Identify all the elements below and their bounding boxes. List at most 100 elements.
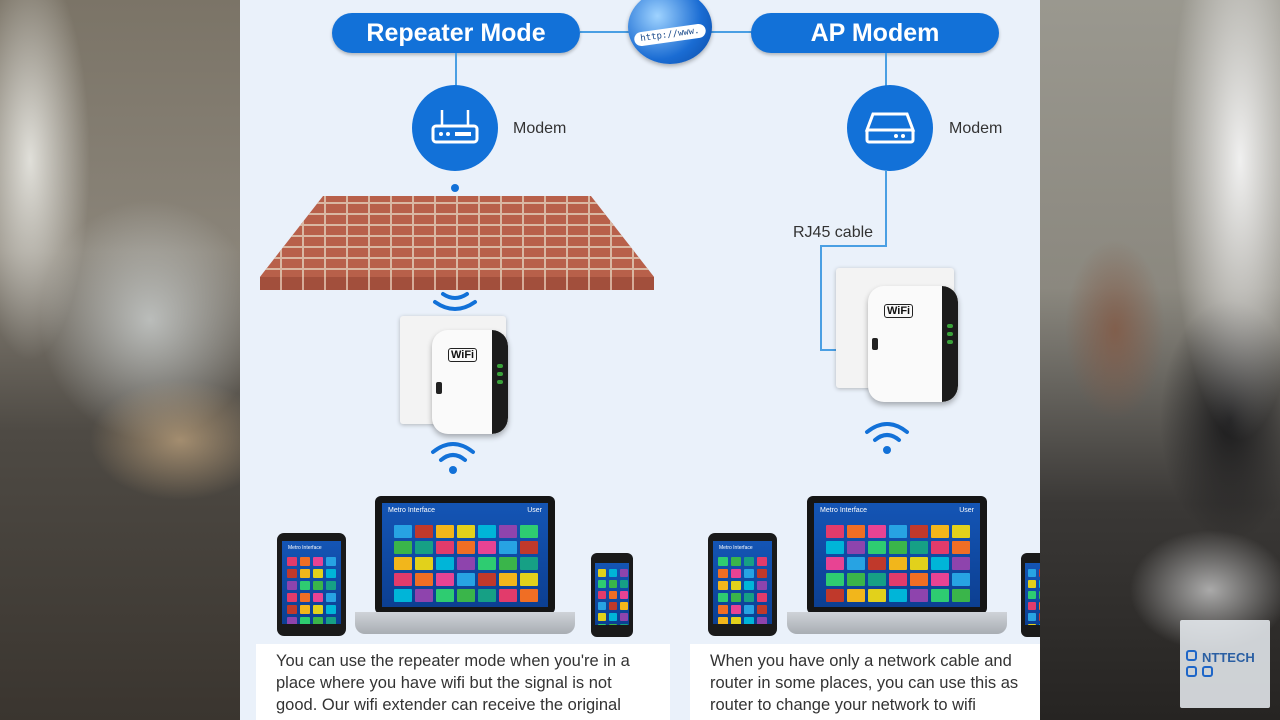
metro-tile <box>598 624 606 625</box>
metro-tile <box>826 557 844 570</box>
metro-tile <box>826 541 844 554</box>
metro-tile <box>889 573 907 586</box>
background-left <box>0 0 240 720</box>
metro-tile <box>313 569 323 578</box>
metro-tile <box>731 617 741 624</box>
metro-tile <box>718 617 728 624</box>
metro-tile <box>1039 569 1040 577</box>
metro-tile <box>287 581 297 590</box>
metro-tile <box>326 581 336 590</box>
metro-tile <box>1039 624 1040 625</box>
phone-icon <box>591 553 633 637</box>
watermark-text: NTTECH <box>1202 650 1255 665</box>
metro-tile <box>952 557 970 570</box>
metro-tile <box>457 589 475 602</box>
metro-tile <box>287 593 297 602</box>
metro-tile <box>457 525 475 538</box>
extender-led <box>947 324 953 328</box>
metro-tile <box>744 569 754 578</box>
ap-description: When you have only a network cable and r… <box>690 644 1040 720</box>
metro-tile <box>609 624 617 625</box>
metro-tile <box>436 573 454 586</box>
brick-wall-edge <box>260 277 654 290</box>
globe-url: http://www. <box>633 23 707 47</box>
metro-tile <box>718 557 728 566</box>
metro-tile <box>499 589 517 602</box>
screen-user: User <box>527 507 542 514</box>
metro-tile <box>326 569 336 578</box>
laptop-base <box>355 612 575 634</box>
router-icon <box>412 85 498 171</box>
metro-tile <box>313 617 323 624</box>
metro-tile <box>931 573 949 586</box>
metro-tile <box>478 589 496 602</box>
metro-tile <box>415 525 433 538</box>
extender-logo: WiFi <box>884 304 914 318</box>
metro-tile <box>1039 602 1040 610</box>
metro-tile <box>620 613 628 621</box>
watermark-logo-icon <box>1186 650 1197 661</box>
metro-tiles <box>1028 569 1040 625</box>
metro-tile <box>847 573 865 586</box>
metro-tile <box>520 557 538 570</box>
brick-wall <box>260 196 654 290</box>
extender-button <box>872 338 878 350</box>
metro-tile <box>826 573 844 586</box>
metro-tile <box>931 525 949 538</box>
wifi-extender-icon: WiFi <box>432 330 508 434</box>
metro-tile <box>415 573 433 586</box>
screen-title: Metro Interface <box>719 545 753 551</box>
screen-title: Metro Interface <box>388 507 436 514</box>
metro-tile <box>731 581 741 590</box>
metro-tile <box>300 617 310 624</box>
repeater-description: You can use the repeater mode when you'r… <box>256 644 670 720</box>
metro-tile <box>889 557 907 570</box>
laptop-icon: Metro Interface User <box>807 496 987 614</box>
metro-tile <box>520 541 538 554</box>
metro-tile <box>868 557 886 570</box>
tablet-icon: Metro Interface <box>708 533 777 636</box>
diagram-panel: Repeater Mode AP Modem http://www. Modem… <box>240 0 1040 720</box>
metro-tile <box>931 557 949 570</box>
rj45-cable-label: RJ45 cable <box>791 224 876 242</box>
metro-tile <box>598 613 606 621</box>
metro-tile <box>499 541 517 554</box>
extender-led <box>947 332 953 336</box>
metro-tile <box>394 589 412 602</box>
metro-tile <box>478 573 496 586</box>
metro-tile <box>520 525 538 538</box>
metro-tile <box>457 557 475 570</box>
metro-tile <box>910 525 928 538</box>
metro-tile <box>910 589 928 602</box>
wifi-signal-icon <box>865 422 909 454</box>
wifi-signal-icon <box>431 442 475 474</box>
channel-watermark: NTTECH <box>1180 620 1270 708</box>
metro-tile <box>910 557 928 570</box>
metro-tile <box>287 557 297 566</box>
metro-tile <box>287 569 297 578</box>
metro-tile <box>598 569 606 577</box>
metro-tile <box>598 591 606 599</box>
metro-tile <box>757 581 767 590</box>
metro-tile <box>300 593 310 602</box>
metro-tile <box>1028 591 1036 599</box>
laptop-icon: Metro Interface User <box>375 496 555 614</box>
metro-tile <box>394 525 412 538</box>
metro-tile <box>952 525 970 538</box>
left-pill-line <box>455 53 457 87</box>
metro-tile <box>598 602 606 610</box>
rj45-cable-down <box>820 245 822 351</box>
metro-tile <box>847 525 865 538</box>
screen-title: Metro Interface <box>288 545 322 551</box>
watermark-logo-icon <box>1202 666 1213 677</box>
metro-tile <box>868 525 886 538</box>
metro-tile <box>457 573 475 586</box>
metro-tile <box>826 589 844 602</box>
metro-tile <box>394 573 412 586</box>
metro-tile <box>847 557 865 570</box>
metro-tile <box>394 557 412 570</box>
metro-tile <box>609 569 617 577</box>
metro-tile <box>478 557 496 570</box>
metro-tile <box>744 557 754 566</box>
metro-tile <box>326 593 336 602</box>
